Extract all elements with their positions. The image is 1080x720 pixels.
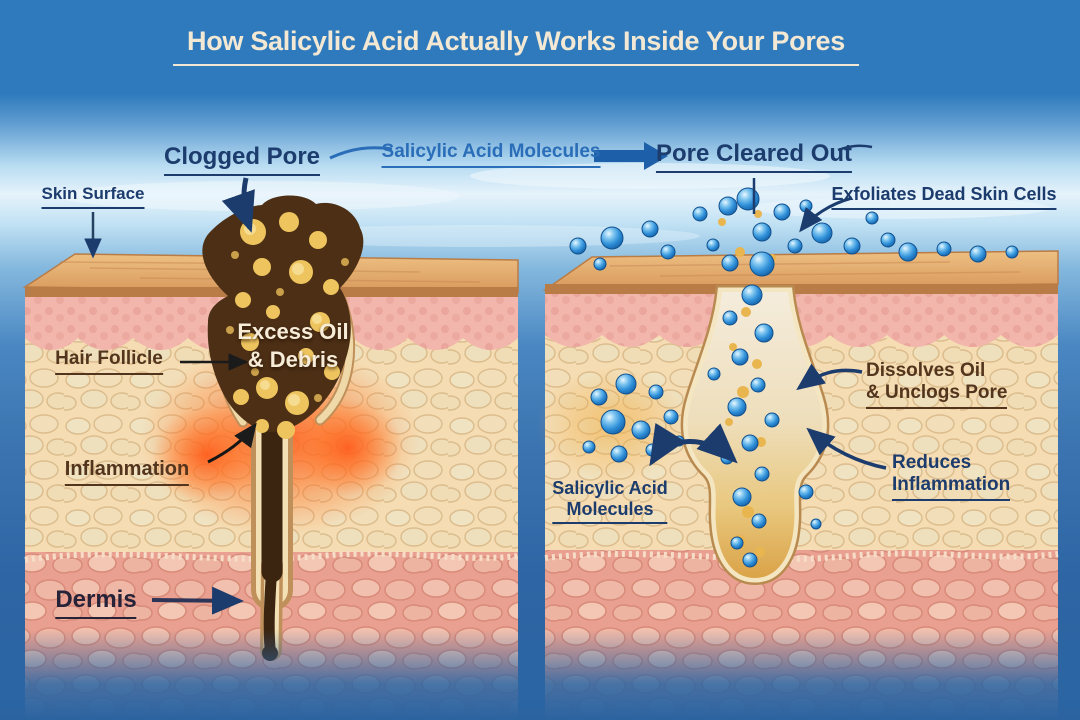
cloud-streaks xyxy=(60,163,1050,247)
cleared-pore xyxy=(680,210,830,586)
excess-oil-label: Excess Oil & Debris xyxy=(237,319,349,372)
main-title: How Salicylic Acid Actually Works Inside… xyxy=(173,26,859,67)
reduces-pointer xyxy=(806,427,887,470)
exfoliates-pointer xyxy=(799,196,853,233)
dissolving-oil-bits xyxy=(718,210,776,557)
pointer-arrows xyxy=(84,142,887,615)
inflammation-label: Inflammation xyxy=(64,458,190,486)
hair-shaft xyxy=(251,409,293,661)
dissolves-pointer xyxy=(796,363,863,391)
clogged-pore-heading: Clogged Pore xyxy=(163,143,321,176)
dissolves-oil-label: Dissolves Oil & Unclogs Pore xyxy=(866,360,1008,409)
flow-arrow-icon xyxy=(594,142,668,170)
exfoliates-label: Exfoliates Dead Skin Cells xyxy=(831,184,1057,210)
hair-follicle-label: Hair Follicle xyxy=(55,348,163,375)
skin-surface-label: Skin Surface xyxy=(41,184,145,209)
reduces-inflammation-label: Reduces Inflammation xyxy=(892,452,1011,501)
inflammation-arrow xyxy=(207,422,257,464)
dermis-label: Dermis xyxy=(55,586,137,619)
connector-swoosh-left xyxy=(329,146,393,160)
clogged-pore-arrow xyxy=(221,177,255,233)
connector-dash-right xyxy=(837,144,873,152)
molecules-double-arrow xyxy=(649,423,738,467)
pore-cleared-heading: Pore Cleared Out xyxy=(655,140,853,173)
salicylic-molecules-heading: Salicylic Acid Molecules xyxy=(381,141,601,168)
salicylic-molecules xyxy=(569,187,1019,568)
bottom-fade xyxy=(0,630,1080,720)
salicylic-molecules-right-label: Salicylic Acid Molecules xyxy=(552,478,668,525)
dermis-arrow xyxy=(151,586,244,615)
